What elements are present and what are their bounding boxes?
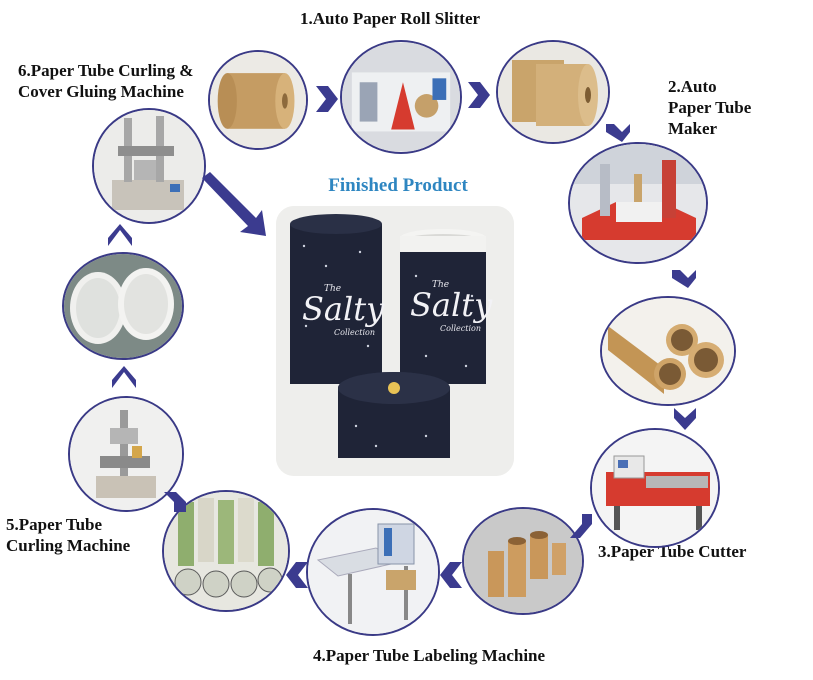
step4-label: 4.Paper Tube Labeling Machine — [313, 646, 546, 665]
labeling-machine-image — [306, 508, 440, 636]
arrow-rolls-to-maker — [606, 124, 630, 142]
step2-label-line1: 2.Auto — [668, 77, 717, 96]
brand-small-top-left: The — [324, 284, 342, 294]
arrow-gluing-to-product — [202, 172, 266, 236]
arrow-labeling-to-labeled — [286, 562, 308, 588]
arrow-labeled-to-curling — [164, 492, 186, 512]
brand-small-bottom-left: Collection — [334, 328, 376, 337]
step6-label-line2: Cover Gluing Machine — [18, 82, 184, 101]
brand-script-left: Salty — [302, 290, 385, 328]
cut-tubes-image — [462, 507, 584, 615]
cutter-machine-image — [590, 428, 720, 548]
step5-label-line2: Curling Machine — [6, 536, 131, 555]
white-tubes-image — [62, 252, 184, 360]
step2-label-line3: Maker — [668, 119, 718, 138]
step5-label-line1: 5.Paper Tube — [6, 515, 103, 534]
finished-product-image: The Salty Collection The Salty Collectio… — [276, 206, 514, 476]
step5-label: 5.Paper Tube Curling Machine — [6, 514, 130, 556]
gluing-machine-image — [92, 108, 206, 224]
arrow-to-labeling — [440, 562, 462, 588]
step3-label: 3.Paper Tube Cutter — [598, 542, 747, 561]
step2-label-line2: Paper Tube — [668, 98, 752, 117]
kraft-roll-image — [208, 50, 308, 150]
step6-label: 6.Paper Tube Curling & Cover Gluing Mach… — [18, 60, 193, 102]
tube-maker-image — [568, 142, 708, 264]
brand-small-top-right: The — [432, 280, 450, 290]
brand-small-bottom-right: Collection — [440, 324, 482, 333]
arrow-maker-to-tubes — [672, 270, 696, 288]
kraft-tubes-image — [600, 296, 736, 406]
step6-label-line1: 6.Paper Tube Curling & — [18, 61, 194, 80]
step1-label: 1.Auto Paper Roll Slitter — [300, 9, 481, 28]
slit-rolls-image — [496, 40, 610, 144]
arrow-curling-to-white — [112, 366, 136, 388]
arrow-white-to-gluing — [108, 224, 132, 246]
step2-label: 2.Auto Paper Tube Maker — [668, 76, 751, 139]
arrow-cutter-to-cut-tubes — [570, 514, 592, 538]
finished-product-title: Finished Product — [328, 175, 468, 196]
slitter-machine-image — [340, 40, 462, 154]
brand-script-right: Salty — [410, 286, 493, 324]
arrow-slitter-to-rolls — [468, 82, 490, 108]
arrow-step1-to-slitter — [316, 86, 338, 112]
arrow-tubes-to-cutter — [674, 408, 696, 430]
